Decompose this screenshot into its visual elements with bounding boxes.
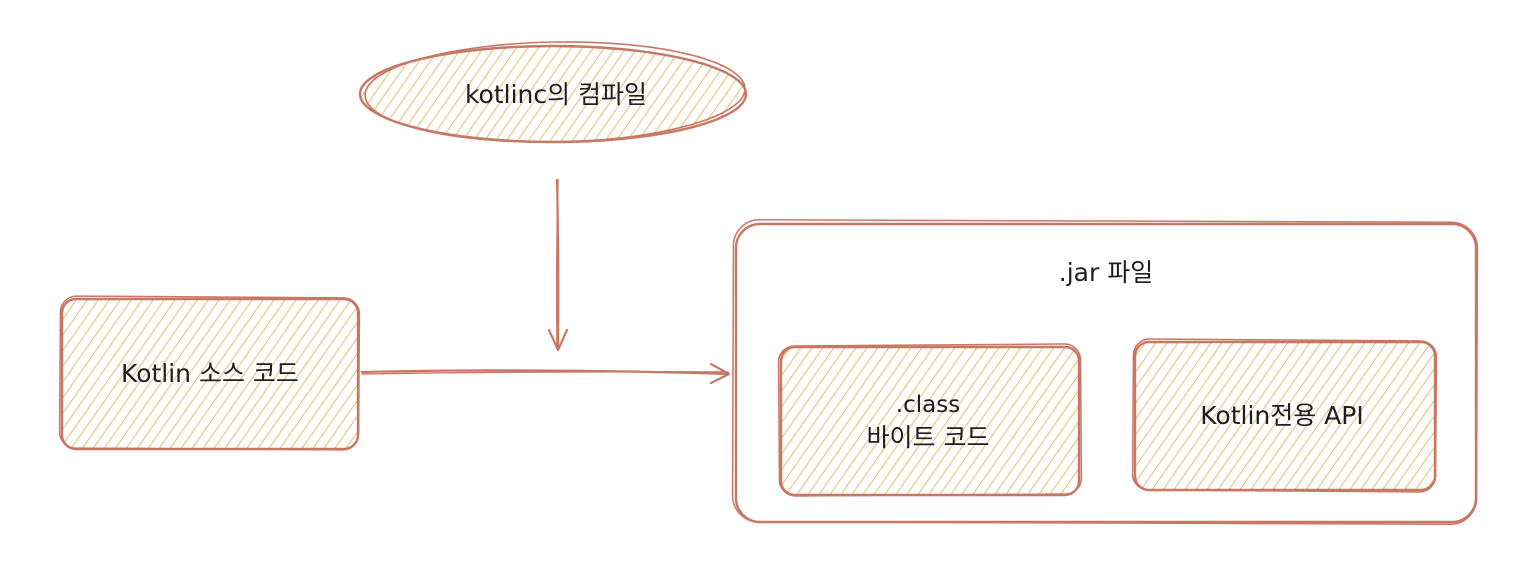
compile-down-arrow [547,178,569,352]
bytecode-node: .class 바이트 코드 [777,343,1083,497]
source-to-jar-arrow [360,362,731,385]
kotlin-api-node: Kotlin전용 API [1131,338,1438,493]
bytecode-label: 바이트 코드 [867,423,990,452]
compile-step-ellipse: kotlinc의 컴파일 [358,41,748,144]
compile-step-label: kotlinc의 컴파일 [465,80,647,109]
jar-container-label: .jar 파일 [1059,258,1153,287]
source-code-label: Kotlin 소스 코드 [121,359,299,388]
source-code-node: Kotlin 소스 코드 [58,295,361,451]
jar-container: .jar 파일 [731,219,1479,525]
kotlin-api-label: Kotlin전용 API [1200,401,1363,430]
bytecode-ext-label: .class [896,392,960,418]
